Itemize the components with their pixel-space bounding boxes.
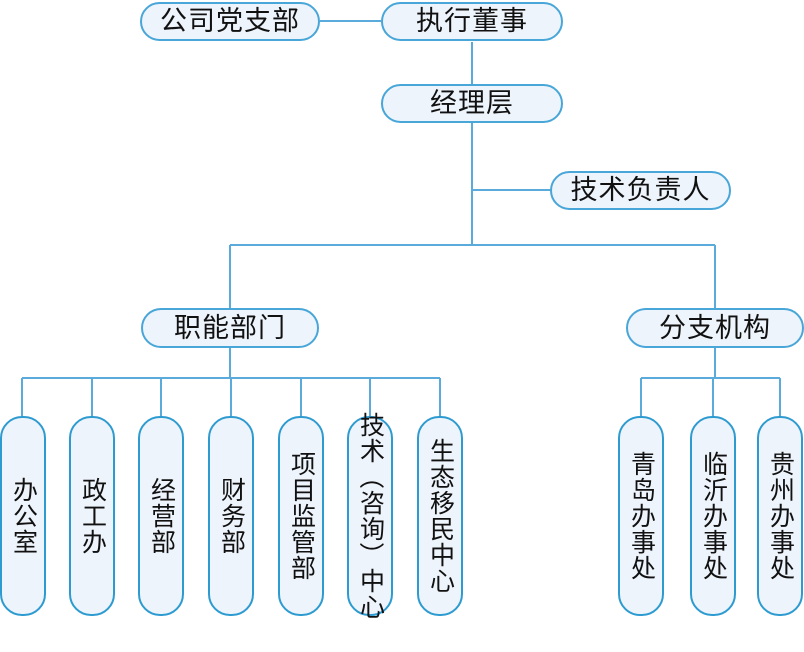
- node-label: 贵州办事处: [766, 451, 795, 581]
- node-label: 青岛办事处: [627, 451, 656, 581]
- node-label-close-paren: ）: [356, 542, 385, 569]
- node-finance-dept[interactable]: 财务部: [208, 416, 254, 616]
- node-branch-offices[interactable]: 分支机构: [626, 308, 804, 348]
- node-executive-director[interactable]: 执行董事: [381, 2, 563, 41]
- node-functional-departments[interactable]: 职能部门: [141, 308, 319, 348]
- node-label: 技术（咨询）中心: [356, 411, 385, 621]
- node-political-work-office[interactable]: 政工办: [69, 416, 115, 616]
- node-label: 政工办: [78, 477, 107, 555]
- node-office[interactable]: 办公室: [0, 416, 46, 616]
- node-technology-consulting-center[interactable]: 技术（咨询）中心: [347, 412, 393, 620]
- node-label: 技术负责人: [570, 175, 711, 205]
- node-label: 执行董事: [416, 6, 528, 36]
- node-label: 生态移民中心: [426, 438, 455, 594]
- node-technical-director[interactable]: 技术负责人: [550, 171, 731, 210]
- node-ecological-migration-center[interactable]: 生态移民中心: [417, 416, 463, 616]
- node-label: 公司党支部: [160, 6, 300, 36]
- node-label-tail: 中心: [356, 568, 385, 621]
- node-label: 经理层: [430, 88, 514, 118]
- node-label: 办公室: [9, 477, 38, 555]
- node-qingdao-office[interactable]: 青岛办事处: [618, 416, 664, 616]
- node-party-branch[interactable]: 公司党支部: [140, 2, 320, 41]
- node-label-head: 技术: [356, 411, 385, 464]
- node-label-open-paren: （: [356, 463, 385, 490]
- node-label: 分支机构: [659, 312, 771, 343]
- node-label: 项目监管部: [287, 451, 316, 581]
- node-label: 临沂办事处: [699, 451, 728, 581]
- node-linyi-office[interactable]: 临沂办事处: [690, 416, 736, 616]
- node-manager-layer[interactable]: 经理层: [381, 84, 563, 123]
- node-project-supervision-dept[interactable]: 项目监管部: [278, 416, 324, 616]
- node-guizhou-office[interactable]: 贵州办事处: [757, 416, 803, 616]
- node-label: 经营部: [147, 477, 176, 555]
- node-label: 财务部: [217, 477, 246, 555]
- node-label: 职能部门: [174, 312, 286, 343]
- node-label-inner: 咨询: [356, 490, 385, 542]
- node-operations-dept[interactable]: 经营部: [138, 416, 184, 616]
